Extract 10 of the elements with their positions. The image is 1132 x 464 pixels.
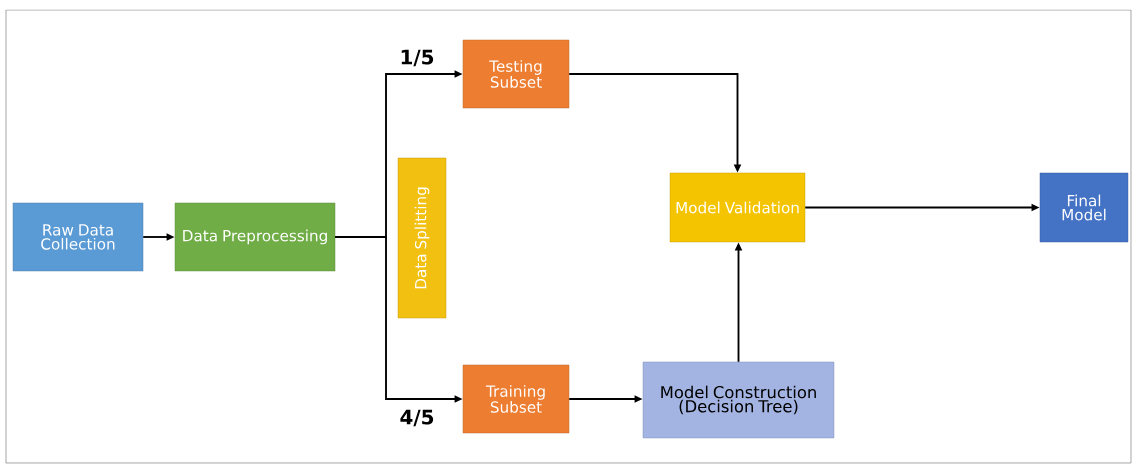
process-box: Raw Data Collection	[12, 202, 144, 272]
process-box: Final Model	[1039, 172, 1129, 243]
process-box: Testing Subset	[462, 39, 570, 109]
edge-label: 1/5	[398, 48, 436, 68]
process-box: Model Validation	[669, 172, 806, 243]
process-box: Training Subset	[462, 364, 570, 434]
process-box: Data Preprocessing	[174, 202, 336, 272]
process-box: Model Construction (Decision Tree)	[642, 361, 835, 439]
edge-label: 4/5	[398, 408, 436, 428]
vertical-label-box: Data Splitting	[397, 157, 447, 319]
